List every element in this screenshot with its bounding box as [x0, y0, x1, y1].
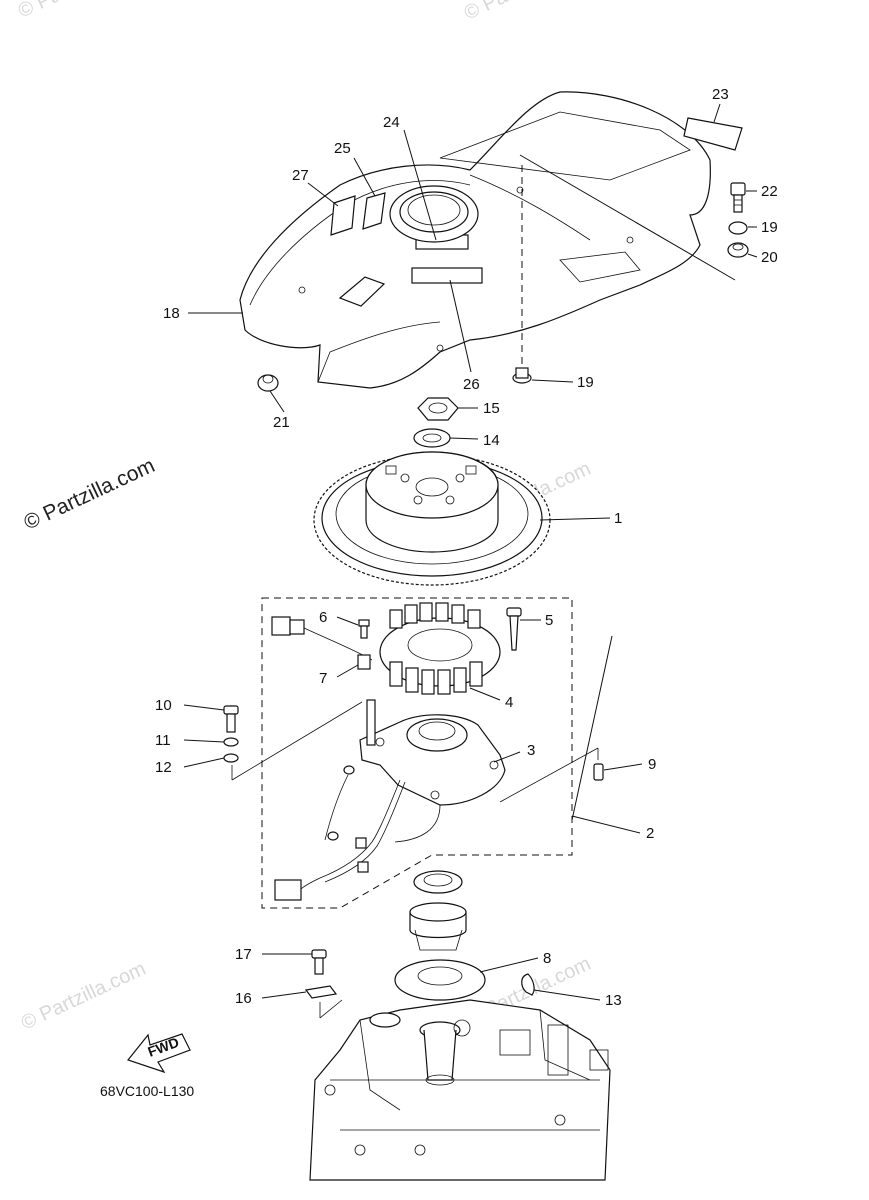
callout-23: 23 [712, 86, 729, 103]
callout-1: 1 [614, 510, 622, 527]
woodruff-key-13 [521, 973, 535, 996]
stator-assembly-boundary [261, 597, 573, 909]
crankcase-block [309, 999, 611, 1181]
plate-8 [394, 959, 486, 1001]
pulser-coil-base [359, 699, 506, 806]
callout-12: 12 [155, 759, 172, 776]
washer-14 [413, 428, 451, 448]
callout-25: 25 [334, 140, 351, 157]
washer-11 [223, 737, 239, 747]
callout-8: 8 [543, 950, 551, 967]
callout-numbers: 23 22 19 20 19 24 25 27 18 26 21 15 14 1… [155, 86, 778, 1009]
callout-26: 26 [463, 376, 480, 393]
washer-19 [728, 221, 748, 235]
wiring-harness [274, 765, 441, 901]
callout-19-top: 19 [761, 219, 778, 236]
callout-10: 10 [155, 697, 172, 714]
bolt-17 [311, 949, 327, 975]
callout-19-bottom: 19 [577, 374, 594, 391]
callout-17: 17 [235, 946, 252, 963]
callout-5: 5 [545, 612, 553, 629]
flywheel-cover [239, 91, 711, 389]
callout-9: 9 [648, 756, 656, 773]
clamp-7 [357, 654, 371, 670]
callout-7: 7 [319, 670, 327, 687]
bolt-5 [506, 607, 522, 651]
watermark-faint-top-left: © Partzilla.com [15, 0, 146, 23]
watermark-faint-top-right: © Partzilla.com [461, 0, 592, 25]
stator-coil [379, 602, 501, 695]
callout-14: 14 [483, 432, 500, 449]
leader-lines [183, 103, 758, 1001]
nut-15 [417, 397, 459, 421]
callout-13: 13 [605, 992, 622, 1009]
callout-20: 20 [761, 249, 778, 266]
watermark-faint-bottom-left: © Partzilla.com [18, 958, 149, 1035]
grommet-20 [727, 242, 749, 258]
callout-6: 6 [319, 609, 327, 626]
callout-22: 22 [761, 183, 778, 200]
washer-12 [223, 753, 239, 763]
dowel-pin-9 [593, 763, 604, 781]
callout-18: 18 [163, 305, 180, 322]
drive-sleeve [409, 870, 467, 951]
callout-27: 27 [292, 167, 309, 184]
flywheel-rotor [313, 451, 551, 586]
bolt-10 [223, 705, 239, 733]
collar-19 [512, 367, 532, 384]
watermark-main: © Partzilla.com [20, 454, 158, 535]
callout-21: 21 [273, 414, 290, 431]
callout-15: 15 [483, 400, 500, 417]
callout-2: 2 [646, 825, 654, 842]
callout-4: 4 [505, 694, 513, 711]
callout-11: 11 [155, 732, 171, 749]
grommet-21 [257, 374, 279, 392]
callout-16: 16 [235, 990, 252, 1007]
bolt-22 [730, 182, 746, 213]
fwd-arrow-icon: FWD [126, 1033, 191, 1074]
decal-23 [683, 117, 743, 151]
screw-6 [358, 619, 370, 639]
callout-24: 24 [383, 114, 400, 131]
diagram-code: 68VC100-L130 [100, 1083, 194, 1099]
clamp-16 [304, 985, 338, 999]
callout-3: 3 [527, 742, 535, 759]
